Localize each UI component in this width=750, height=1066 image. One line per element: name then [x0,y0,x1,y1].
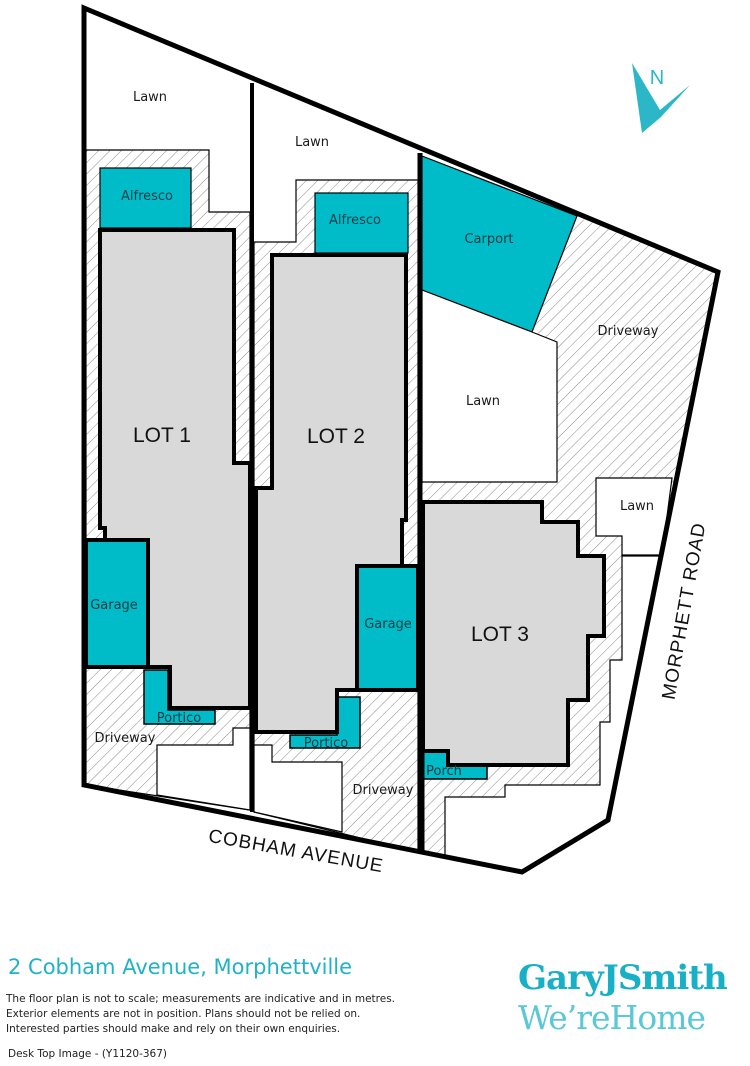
garage-lot2-label: Garage [364,617,412,632]
lot2-label: LOT 2 [307,425,365,448]
alfresco-lot1-label: Alfresco [121,189,173,204]
lawn-lot1-label: Lawn [133,90,167,105]
lawn-lot3-small-label: Lawn [620,499,654,514]
lot2-house [254,253,408,734]
driveway-lot1-label: Driveway [95,731,156,746]
lot3-side-lawn [595,477,673,556]
morphett-road-label: MORPHETT ROAD [659,521,711,701]
disclaimer-line: Exterior elements are not in position. P… [6,1008,361,1020]
portico-lot2-label: Portico [304,736,349,751]
north-arrow-icon: N [632,63,690,133]
lawn-lot3-label: Lawn [466,394,500,409]
lot1-label: LOT 1 [133,424,191,447]
lot2-portico [289,696,361,749]
disclaimer-line: The floor plan is not to scale; measurem… [6,993,396,1005]
carport-label: Carport [464,232,513,247]
north-label: N [650,67,664,89]
lot1-house [98,228,252,710]
garage-lot1-label: Garage [90,598,138,613]
alfresco-lot2-label: Alfresco [329,213,381,228]
boundaries [81,4,721,875]
lot3-label: LOT 3 [471,623,529,646]
porch-lot3-label: Porch [426,764,462,779]
lot3-house [421,500,606,767]
disclaimer: The floor plan is not to scale; measurem… [6,992,395,1037]
site-plan: Lawn Lawn Alfresco Alfresco Carport Driv… [81,4,721,877]
driveway-lot2-label: Driveway [353,783,414,798]
image-reference: Desk Top Image - (Y1120-367) [8,1048,167,1060]
brand-logo-tagline: We’reHome [518,998,706,1037]
disclaimer-line: Interested parties should make and rely … [6,1023,341,1035]
portico-lot1-label: Portico [157,711,202,726]
driveway-lot3-label: Driveway [598,324,659,339]
lot2-site [252,83,420,853]
brand-logo-name: GaryJSmith [518,958,728,998]
property-address: 2 Cobham Avenue, Morphettville [8,955,353,979]
lot2-alfresco [314,192,409,254]
lot1-site [84,8,252,811]
lawn-lot2-label: Lawn [295,135,329,150]
lot3-site [420,155,718,873]
